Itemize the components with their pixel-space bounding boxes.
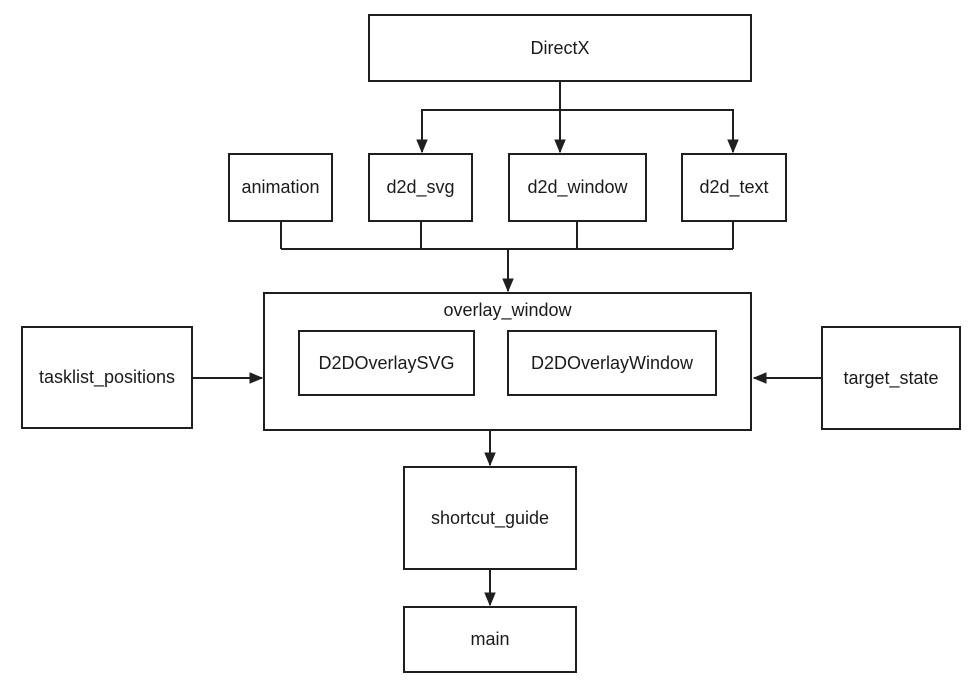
node-d2d-window: d2d_window — [508, 153, 647, 222]
node-tasklist-positions: tasklist_positions — [21, 326, 193, 429]
node-main-label: main — [470, 629, 510, 650]
node-d2d-text-label: d2d_text — [699, 177, 769, 198]
node-d2d-text: d2d_text — [681, 153, 787, 222]
edge-directx-to-d2d_svg — [422, 109, 560, 152]
node-directx-label: DirectX — [530, 37, 590, 58]
node-d2d-window-label: d2d_window — [527, 177, 628, 198]
node-d2d-svg-label: d2d_svg — [386, 177, 455, 198]
node-d2d-overlay-svg-label: D2DOverlaySVG — [318, 352, 455, 373]
node-d2d-overlay-window: D2DOverlayWindow — [507, 330, 717, 396]
node-d2d-overlay-window-label: D2DOverlayWindow — [530, 352, 694, 373]
node-d2d-overlay-svg: D2DOverlaySVG — [298, 330, 475, 396]
node-target-state-label: target_state — [843, 367, 939, 388]
node-animation-label: animation — [241, 177, 320, 198]
node-d2d-svg: d2d_svg — [368, 153, 473, 222]
node-animation: animation — [228, 153, 333, 222]
edge-directx-to-d2d_text — [560, 109, 733, 152]
node-tasklist-positions-label: tasklist_positions — [38, 367, 176, 388]
node-target-state: target_state — [821, 326, 961, 430]
node-directx: DirectX — [368, 14, 752, 82]
node-main: main — [403, 606, 577, 673]
node-shortcut-guide-label: shortcut_guide — [430, 507, 550, 528]
node-shortcut-guide: shortcut_guide — [403, 466, 577, 570]
node-overlay-window-label: overlay_window — [443, 300, 572, 320]
